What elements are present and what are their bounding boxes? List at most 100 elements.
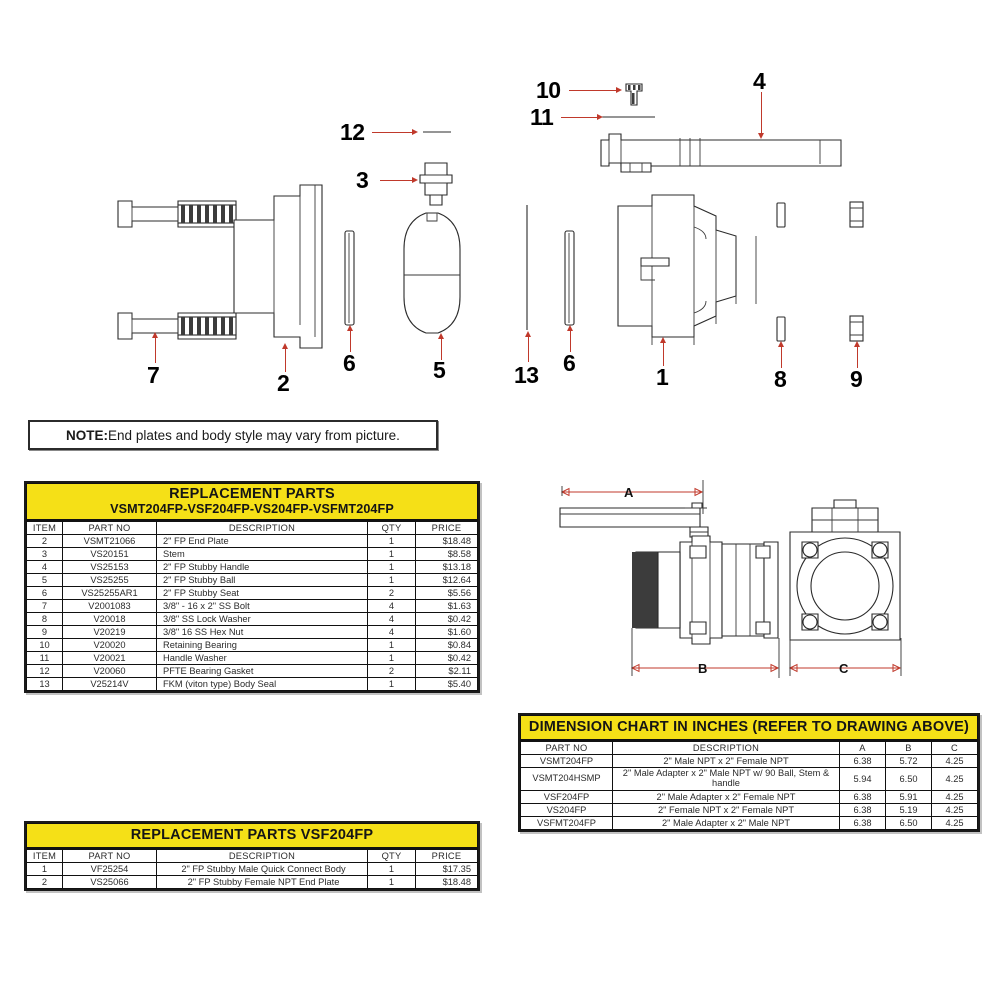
leader-line-8: [781, 346, 782, 368]
cell-price: $0.42: [415, 651, 478, 666]
cell-qty: 2: [367, 664, 416, 679]
cell-description: 2" FP Stubby Handle: [156, 560, 368, 575]
cell-description: 3/8" 16 SS Hex Nut: [156, 625, 368, 640]
header-dim-a: A: [839, 741, 886, 756]
callout-10: 10: [536, 77, 561, 103]
leader-arrow-8: [777, 341, 784, 347]
cell-part-no: V20020: [62, 638, 157, 653]
cell-part-no: VS25255AR1: [62, 586, 157, 601]
leader-arrow-2: [281, 343, 288, 349]
cell-part-no: VSF204FP: [520, 789, 613, 804]
part-ball: [403, 212, 461, 334]
leader-arrow-7: [151, 332, 158, 338]
cell-description: 2" Male NPT x 2" Female NPT: [612, 754, 840, 769]
leader-line-12: [372, 132, 414, 133]
cell-part-no: VS204FP: [520, 802, 613, 817]
cell-qty: 1: [367, 534, 416, 549]
cell-qty: 4: [367, 625, 416, 640]
cell-qty: 4: [367, 599, 416, 614]
part-end-plate: [233, 184, 323, 349]
vsf-table-title-line1: REPLACEMENT PARTS VSF204FP: [130, 827, 374, 843]
valve-face-view: [789, 499, 901, 641]
header-dim-b: B: [885, 741, 932, 756]
part-bolt-upper: [117, 200, 237, 228]
cell-description: 2" FP Stubby Male Quick Connect Body: [156, 862, 368, 877]
cell-qty: 1: [367, 677, 416, 692]
dimension-chart-title: DIMENSION CHART IN INCHES (REFER TO DRAW…: [520, 715, 978, 742]
header-description: DESCRIPTION: [156, 849, 368, 864]
callout-11: 11: [530, 104, 554, 130]
cell-dim-c: 4.25: [931, 802, 978, 817]
cell-item: 8: [26, 612, 63, 627]
cell-price: $0.84: [415, 638, 478, 653]
vsf-table-title: REPLACEMENT PARTS VSF204FP: [26, 823, 478, 850]
part-handle: [600, 133, 842, 173]
replacement-parts-main-table: REPLACEMENT PARTS VSMT204FP-VSF204FP-VS2…: [24, 481, 480, 694]
dimension-reference-drawing: A: [540, 470, 1000, 700]
leader-line-3: [380, 180, 414, 181]
leader-arrow-12: [412, 128, 418, 135]
cell-price: $13.18: [415, 560, 478, 575]
part-retaining-bearing: [625, 83, 643, 106]
cell-item: 7: [26, 599, 63, 614]
leader-line-2: [285, 348, 286, 372]
callout-6-left: 6: [343, 350, 356, 376]
cell-description: 2" FP End Plate: [156, 534, 368, 549]
part-hex-nut: [849, 201, 864, 342]
cell-dim-b: 5.91: [885, 789, 932, 804]
cell-description: 2" Male Adapter x 2" Male NPT w/ 90 Ball…: [612, 767, 840, 791]
callout-5: 5: [433, 357, 446, 383]
cell-price: $5.56: [415, 586, 478, 601]
cell-item: 10: [26, 638, 63, 653]
cell-part-no: V20018: [62, 612, 157, 627]
leader-arrow-4: [757, 133, 764, 139]
header-part-no: PART NO: [62, 849, 157, 864]
cell-description: Handle Washer: [156, 651, 368, 666]
main-table-title: REPLACEMENT PARTS VSMT204FP-VSF204FP-VS2…: [26, 483, 478, 522]
leader-line-9: [857, 346, 858, 368]
callout-1: 1: [656, 364, 669, 390]
header-dim-c: C: [931, 741, 978, 756]
cell-dim-c: 4.25: [931, 789, 978, 804]
header-qty: QTY: [367, 521, 416, 536]
cell-description: 2" Male Adapter x 2" Male NPT: [612, 815, 840, 830]
leader-line-7: [155, 337, 156, 363]
cell-dim-a: 6.38: [839, 754, 886, 769]
main-table-title-line1: REPLACEMENT PARTS: [169, 486, 335, 502]
callout-3: 3: [356, 167, 369, 193]
cell-description: 2" FP Stubby Seat: [156, 586, 368, 601]
cell-qty: 2: [367, 586, 416, 601]
leader-arrow-6-left: [346, 325, 353, 331]
leader-line-6-left: [350, 330, 351, 352]
dim-label-b: B: [698, 661, 707, 676]
cell-part-no: V25214V: [62, 677, 157, 692]
callout-2: 2: [277, 370, 290, 396]
callout-8: 8: [774, 366, 787, 392]
cell-price: $0.42: [415, 612, 478, 627]
cell-price: $18.48: [415, 534, 478, 549]
cell-dim-a: 6.38: [839, 802, 886, 817]
cell-part-no: V20021: [62, 651, 157, 666]
cell-dim-c: 4.25: [931, 767, 978, 791]
cell-dim-b: 6.50: [885, 815, 932, 830]
cell-dim-c: 4.25: [931, 815, 978, 830]
header-item: ITEM: [26, 521, 63, 536]
header-part-no: PART NO: [520, 741, 613, 756]
header-price: PRICE: [415, 521, 478, 536]
cell-dim-a: 6.38: [839, 789, 886, 804]
note-prefix: NOTE:: [66, 427, 109, 443]
cell-price: $1.63: [415, 599, 478, 614]
leader-arrow-10: [616, 86, 622, 93]
valve-handle-side: [559, 502, 707, 528]
cell-price: $17.35: [415, 862, 478, 877]
